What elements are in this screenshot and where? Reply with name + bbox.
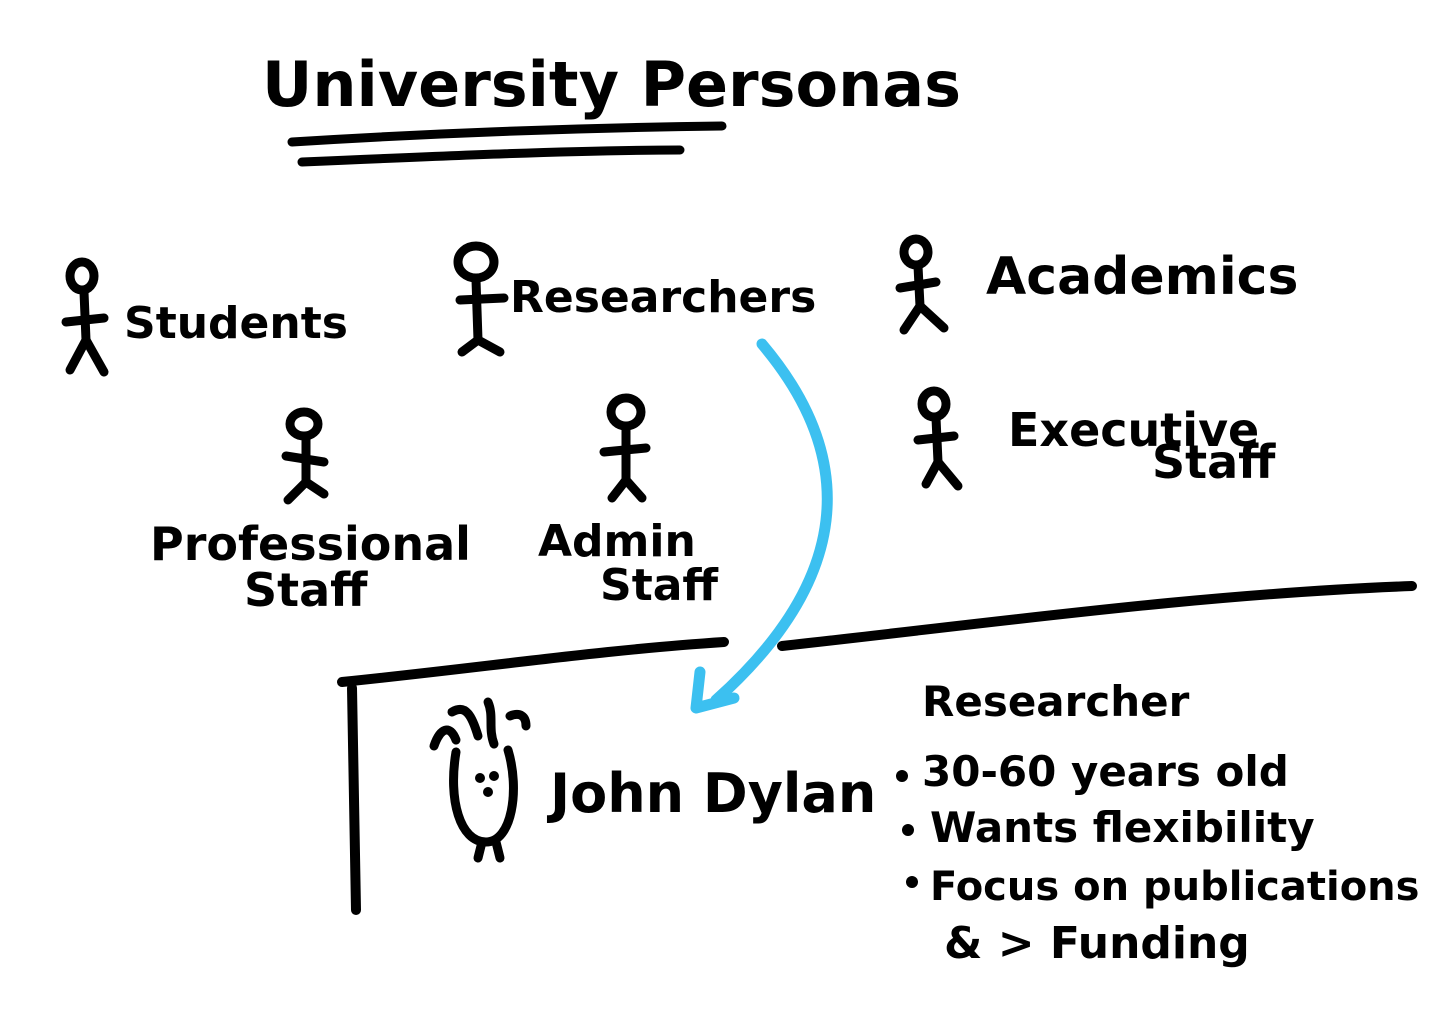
stick-figure-icon bbox=[286, 412, 324, 500]
persona-academics: Academics bbox=[900, 239, 1298, 330]
stick-figure-icon bbox=[918, 391, 958, 486]
bullet-icon bbox=[896, 770, 908, 782]
bullet-icon bbox=[906, 876, 918, 888]
page-title: University Personas bbox=[262, 48, 961, 121]
title-underline-1 bbox=[292, 126, 722, 142]
connector-arrow bbox=[696, 344, 827, 708]
title-underline-2 bbox=[302, 150, 680, 162]
persona-executive-staff: Executive Staff bbox=[918, 391, 1276, 489]
persona-label-admin-staff: Staff bbox=[600, 560, 719, 611]
persona-bullet-flexibility: Wants flexibility bbox=[930, 803, 1315, 852]
persona-admin-staff: Admin Staff bbox=[538, 398, 719, 611]
persona-label-professional-staff: Staff bbox=[244, 563, 368, 617]
stick-figure-icon bbox=[66, 262, 104, 372]
persona-bullet-funding: & > Funding bbox=[944, 918, 1250, 969]
persona-label-researchers: Researchers bbox=[510, 272, 816, 323]
persona-name: John Dylan bbox=[546, 762, 876, 825]
persona-label-students: Students bbox=[124, 298, 348, 349]
divider-right bbox=[782, 586, 1412, 646]
stick-figure-icon bbox=[900, 239, 944, 330]
persona-bullet-publications: Focus on publications bbox=[930, 864, 1419, 910]
bullet-icon bbox=[902, 824, 914, 836]
persona-card: John Dylan Researcher 30-60 years old Wa… bbox=[434, 677, 1419, 969]
persona-label-executive-staff: Staff bbox=[1152, 435, 1276, 489]
stick-figure-icon bbox=[604, 398, 646, 498]
persona-professional-staff: Professional Staff bbox=[150, 412, 471, 617]
persona-role: Researcher bbox=[922, 677, 1190, 726]
persona-face-icon bbox=[434, 702, 526, 858]
persona-label-academics: Academics bbox=[986, 247, 1298, 307]
divider-left bbox=[342, 642, 724, 682]
stick-figure-icon bbox=[458, 246, 504, 352]
persona-researchers: Researchers bbox=[458, 246, 816, 352]
persona-bullet-age: 30-60 years old bbox=[922, 747, 1289, 796]
divider-vertical bbox=[352, 688, 356, 910]
persona-students: Students bbox=[66, 262, 348, 372]
